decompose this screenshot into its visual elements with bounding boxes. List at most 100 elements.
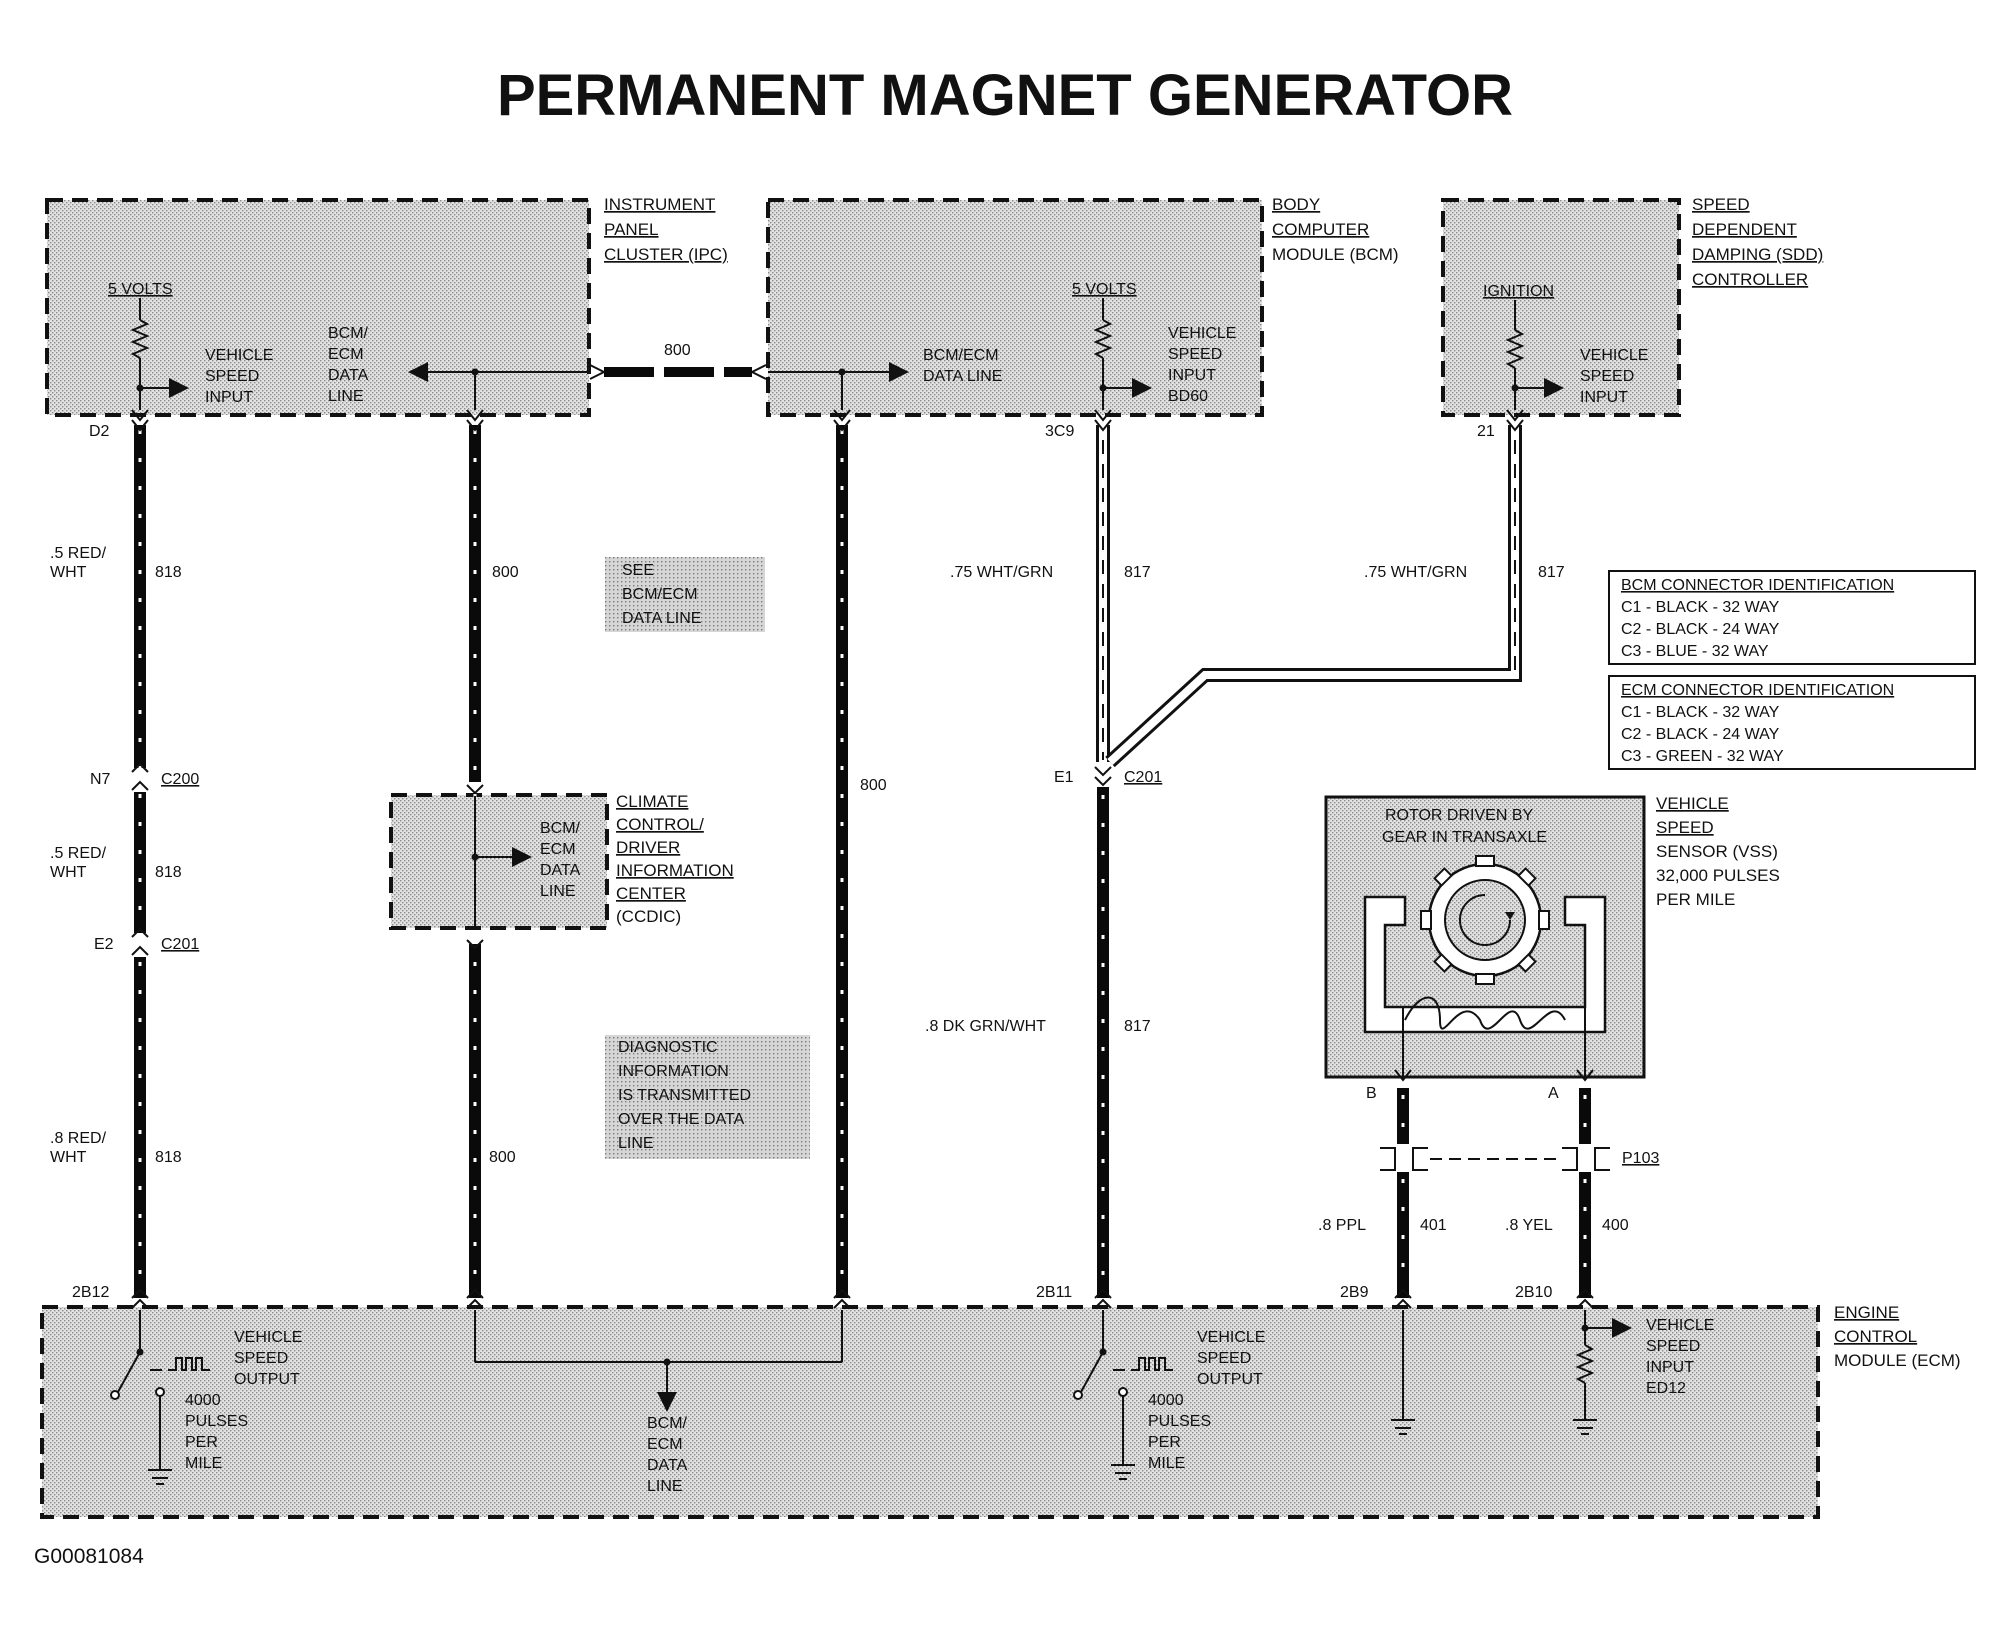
pin-2b12: 2B12 xyxy=(72,1284,109,1301)
ecm-name-1: ENGINE xyxy=(1834,1303,1899,1322)
vss-rotor-2: GEAR IN TRANSAXLE xyxy=(1382,829,1547,846)
note-see-3: DATA LINE xyxy=(622,610,701,627)
bcm-conn-row-2: C2 - BLACK - 24 WAY xyxy=(1621,621,1780,638)
ecm-conn-title: ECM CONNECTOR IDENTIFICATION xyxy=(1621,682,1894,699)
ecm-pulses-left-2: PULSES xyxy=(185,1413,248,1430)
bcm-input-3: INPUT xyxy=(1168,367,1216,384)
ipc-box xyxy=(45,198,591,417)
ccdic-name-3: DRIVER xyxy=(616,838,680,857)
ccdic-data-2: ECM xyxy=(540,841,576,858)
vss-labels: ROTOR DRIVEN BY GEAR IN TRANSAXLE VEHICL… xyxy=(1366,794,1780,1102)
ipc-name-2: PANEL xyxy=(604,220,659,239)
wire-400-circuit: 400 xyxy=(1602,1217,1629,1234)
sdd-labels: SPEED DEPENDENT DAMPING (SDD) CONTROLLER… xyxy=(1483,195,1823,406)
wire-818-a-color-1: .5 RED/ xyxy=(50,545,107,562)
wire-400-color: .8 YEL xyxy=(1505,1217,1553,1234)
ecm-data-2: ECM xyxy=(647,1436,683,1453)
ccdic-data-1: BCM/ xyxy=(540,820,581,837)
note-diag-2: INFORMATION xyxy=(618,1063,729,1080)
ecm-name-2: CONTROL xyxy=(1834,1327,1917,1346)
sdd-internal xyxy=(1505,300,1564,410)
bcm-data-1: BCM/ECM xyxy=(923,347,999,364)
wire-817-a-circuit: 817 xyxy=(1124,564,1151,581)
ecm-data-4: LINE xyxy=(647,1478,683,1495)
note-see-1: SEE xyxy=(622,562,654,579)
vss-name-1: VEHICLE xyxy=(1656,794,1729,813)
bcm-conn-row-1: C1 - BLACK - 32 WAY xyxy=(1621,599,1780,616)
wire-800-b-circuit: 800 xyxy=(860,777,887,794)
ecm-connector-id-table: ECM CONNECTOR IDENTIFICATION C1 - BLACK … xyxy=(1608,675,1976,770)
vss-name-4: 32,000 PULSES xyxy=(1656,866,1780,885)
ecm-box xyxy=(40,1305,1820,1519)
wire-817-a-color: .75 WHT/GRN xyxy=(950,564,1053,581)
wire-labels: .5 RED/ WHT 818 .5 RED/ WHT 818 .8 RED/ … xyxy=(50,342,1629,1234)
pin-2b11: 2B11 xyxy=(1036,1284,1072,1301)
pin-e1: E1 xyxy=(1054,769,1074,786)
ecm-out-mid-3: OUTPUT xyxy=(1197,1371,1263,1388)
wire-817-b-circuit: 817 xyxy=(1538,564,1565,581)
wire-818-c-color-2: WHT xyxy=(50,1149,87,1166)
connector-c201-left: C201 xyxy=(161,936,199,953)
note-diag-3: IS TRANSMITTED xyxy=(618,1087,751,1104)
vss-name-3: SENSOR (VSS) xyxy=(1656,842,1778,861)
note-diag-4: OVER THE DATA xyxy=(618,1111,745,1128)
note-diag-5: LINE xyxy=(618,1135,654,1152)
wire-817-c-circuit: 817 xyxy=(1124,1018,1151,1035)
notes: SEE BCM/ECM DATA LINE DIAGNOSTIC INFORMA… xyxy=(618,562,751,1152)
wire-818-a-circuit: 818 xyxy=(155,564,182,581)
ecm-pulses-mid-2: PULSES xyxy=(1148,1413,1211,1430)
vss-pin-a: A xyxy=(1548,1085,1559,1102)
bcm-input-2: SPEED xyxy=(1168,346,1222,363)
sdd-input-2: SPEED xyxy=(1580,368,1634,385)
wire-818-c-circuit: 818 xyxy=(155,1149,182,1166)
connector-c200: C200 xyxy=(161,771,199,788)
ecm-out-left-2: SPEED xyxy=(234,1350,288,1367)
pin-3c9: 3C9 xyxy=(1045,423,1074,440)
wire-800-h-circuit: 800 xyxy=(664,342,691,359)
ipc-labels: INSTRUMENT PANEL CLUSTER (IPC) 5 VOLTS V… xyxy=(108,195,728,406)
sdd-name-3: DAMPING (SDD) xyxy=(1692,245,1823,264)
sdd-name-1: SPEED xyxy=(1692,195,1750,214)
connector-p103-label: P103 xyxy=(1622,1150,1659,1167)
ecm-internal xyxy=(110,1310,1632,1485)
pin-2b9: 2B9 xyxy=(1340,1284,1369,1301)
ipc-data-1: BCM/ xyxy=(328,325,369,342)
pin-labels: D2 3C9 21 N7 C200 E2 C201 E1 C201 P103 2… xyxy=(72,423,1659,1301)
connector-p103 xyxy=(1380,1147,1610,1171)
ecm-pulses-mid-3: PER xyxy=(1148,1434,1181,1451)
wire-818-a-color-2: WHT xyxy=(50,564,87,581)
ccdic-name-1: CLIMATE xyxy=(616,792,688,811)
ecm-in-right-1: VEHICLE xyxy=(1646,1317,1714,1334)
wire-800-a-circuit: 800 xyxy=(492,564,519,581)
wire-818-b-circuit: 818 xyxy=(155,864,182,881)
vss-internal xyxy=(1363,855,1607,1082)
ecm-pulses-left-4: MILE xyxy=(185,1455,222,1472)
connector-c201-mid: C201 xyxy=(1124,769,1162,786)
ecm-out-mid-2: SPEED xyxy=(1197,1350,1251,1367)
ipc-name-3: CLUSTER (IPC) xyxy=(604,245,728,264)
vss-rotor-1: ROTOR DRIVEN BY xyxy=(1385,807,1534,824)
ecm-out-mid-1: VEHICLE xyxy=(1197,1329,1265,1346)
ecm-pulses-left-3: PER xyxy=(185,1434,218,1451)
wire-818-b-color-2: WHT xyxy=(50,864,87,881)
bcm-name-3: MODULE (BCM) xyxy=(1272,245,1399,264)
ecm-in-right-2: SPEED xyxy=(1646,1338,1700,1355)
ecm-conn-row-1: C1 - BLACK - 32 WAY xyxy=(1621,704,1780,721)
wire-800-c-circuit: 800 xyxy=(489,1149,516,1166)
bcm-connector-id-table: BCM CONNECTOR IDENTIFICATION C1 - BLACK … xyxy=(1608,570,1976,665)
ipc-data-3: DATA xyxy=(328,367,369,384)
ecm-in-right-4: ED12 xyxy=(1646,1380,1686,1397)
bcm-input-1: VEHICLE xyxy=(1168,325,1236,342)
ecm-pulses-mid-4: MILE xyxy=(1148,1455,1185,1472)
ecm-in-right-3: INPUT xyxy=(1646,1359,1694,1376)
bcm-internal xyxy=(768,298,1152,410)
pin-n7: N7 xyxy=(90,771,111,788)
note-see-2: BCM/ECM xyxy=(622,586,698,603)
sdd-supply: IGNITION xyxy=(1483,283,1554,300)
wire-401-circuit: 401 xyxy=(1420,1217,1447,1234)
bcm-labels: BODY COMPUTER MODULE (BCM) 5 VOLTS BCM/E… xyxy=(923,195,1399,405)
pin-e2: E2 xyxy=(94,936,114,953)
bcm-name-2: COMPUTER xyxy=(1272,220,1369,239)
ipc-data-4: LINE xyxy=(328,388,364,405)
